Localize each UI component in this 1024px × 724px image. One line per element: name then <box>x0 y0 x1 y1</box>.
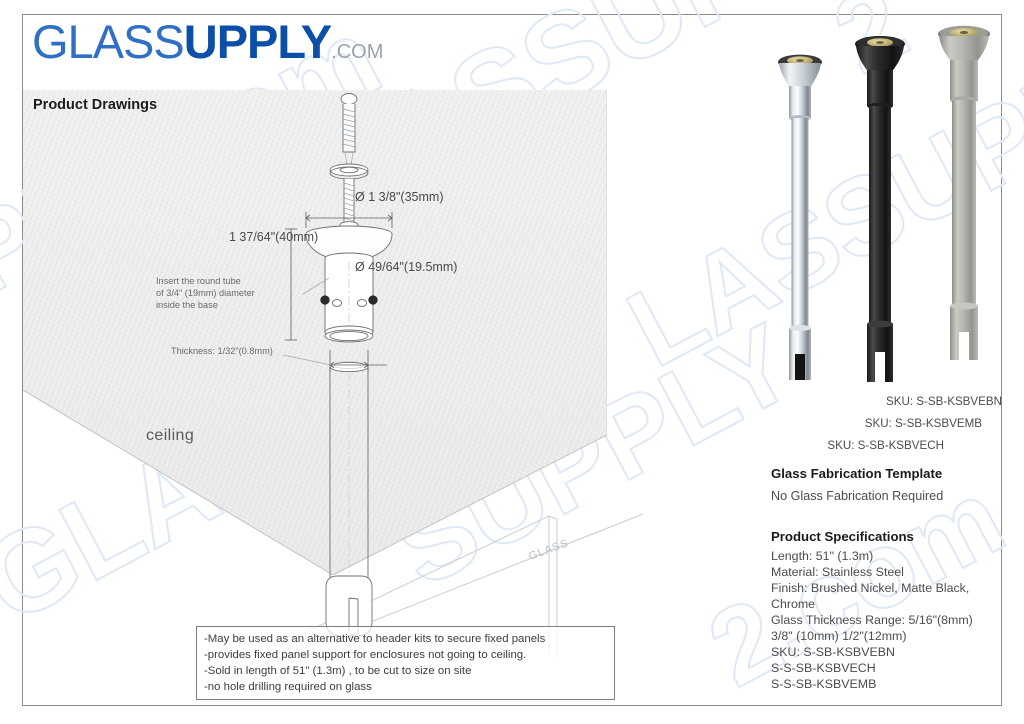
dimension-base-height: 1 37/64"(40mm) <box>229 230 319 244</box>
product-photo-chrome <box>778 54 822 380</box>
dimension-top-diameter: Ø 1 3/8"(35mm) <box>355 190 444 204</box>
spec-line: 3/8" (10mm) 1/2"(12mm) <box>771 629 907 643</box>
ceiling-label: ceiling <box>146 427 195 444</box>
logo-part-ass: ASS <box>92 15 185 68</box>
note-item: -May be used as an alternative to header… <box>204 633 546 645</box>
photo-sku-matte-black: SKU: S-SB-KSBVEMB <box>864 417 982 430</box>
spec-line: SKU: S-SB-KSBVEBN <box>771 645 895 659</box>
photo-sku-chrome: SKU: S-SB-KSBVECH <box>827 439 944 452</box>
insert-tube-note: Insert the round tube of 3/4" (19mm) dia… <box>156 275 255 312</box>
spec-line: Glass Thickness Range: 5/16"(8mm) <box>771 613 973 627</box>
specifications-heading: Product Specifications <box>771 529 914 544</box>
insert-note-line-2: of 3/4" (19mm) diameter <box>156 288 255 299</box>
drawing-title: Product Drawings <box>33 97 158 113</box>
ceiling-edges <box>23 90 607 575</box>
spec-line: S-S-SB-KSBVECH <box>771 661 876 675</box>
spec-line: Finish: Brushed Nickel, Matte Black, <box>771 581 970 595</box>
logo-suffix-com: .COM <box>331 41 384 63</box>
spec-line: Material: Stainless Steel <box>771 565 904 579</box>
spec-line: Length: 51" (1.3m) <box>771 549 874 563</box>
page-border <box>22 14 1002 706</box>
product-notes-box: -May be used as an alternative to header… <box>196 626 615 700</box>
fabrication-heading: Glass Fabrication Template <box>771 466 943 481</box>
insert-note-line-1: Insert the round tube <box>156 276 241 286</box>
fabrication-value: No Glass Fabrication Required <box>771 489 944 503</box>
logo-part-gl: GL <box>32 15 94 68</box>
pole-assembly-drawing <box>282 93 393 637</box>
photo-sku-brushed-nickel: SKU: S-SB-KSBVEBN <box>886 395 1002 408</box>
product-photos <box>778 25 990 382</box>
product-photo-matte-black <box>855 36 905 382</box>
note-item: -no hole drilling required on glass <box>204 680 372 693</box>
product-photo-brushed-nickel <box>938 25 990 360</box>
right-info-panel: SKU: S-SB-KSBVEBN SKU: S-SB-KSBVEMB SKU:… <box>768 14 1004 706</box>
product-drawing-area: Product Drawings ceiling <box>23 82 643 682</box>
spec-line: S-S-SB-KSBVEMB <box>771 677 877 691</box>
insert-note-line-3: inside the base <box>156 300 218 311</box>
brand-logo: GLASSUPPLY.COM <box>32 18 383 65</box>
specifications-list: Length: 51" (1.3m) Material: Stainless S… <box>771 548 1007 692</box>
dimension-bore-diameter: Ø 49/64"(19.5mm) <box>355 260 458 274</box>
spec-line: Chrome <box>771 597 816 611</box>
note-item: -Sold in length of 51" (1.3m) , to be cu… <box>204 664 472 677</box>
note-item: -provides fixed panel support for enclos… <box>204 648 527 661</box>
thickness-note: Thickness: 1/32"(0.8mm) <box>171 346 273 356</box>
logo-part-upply: UPPLY <box>183 15 332 68</box>
